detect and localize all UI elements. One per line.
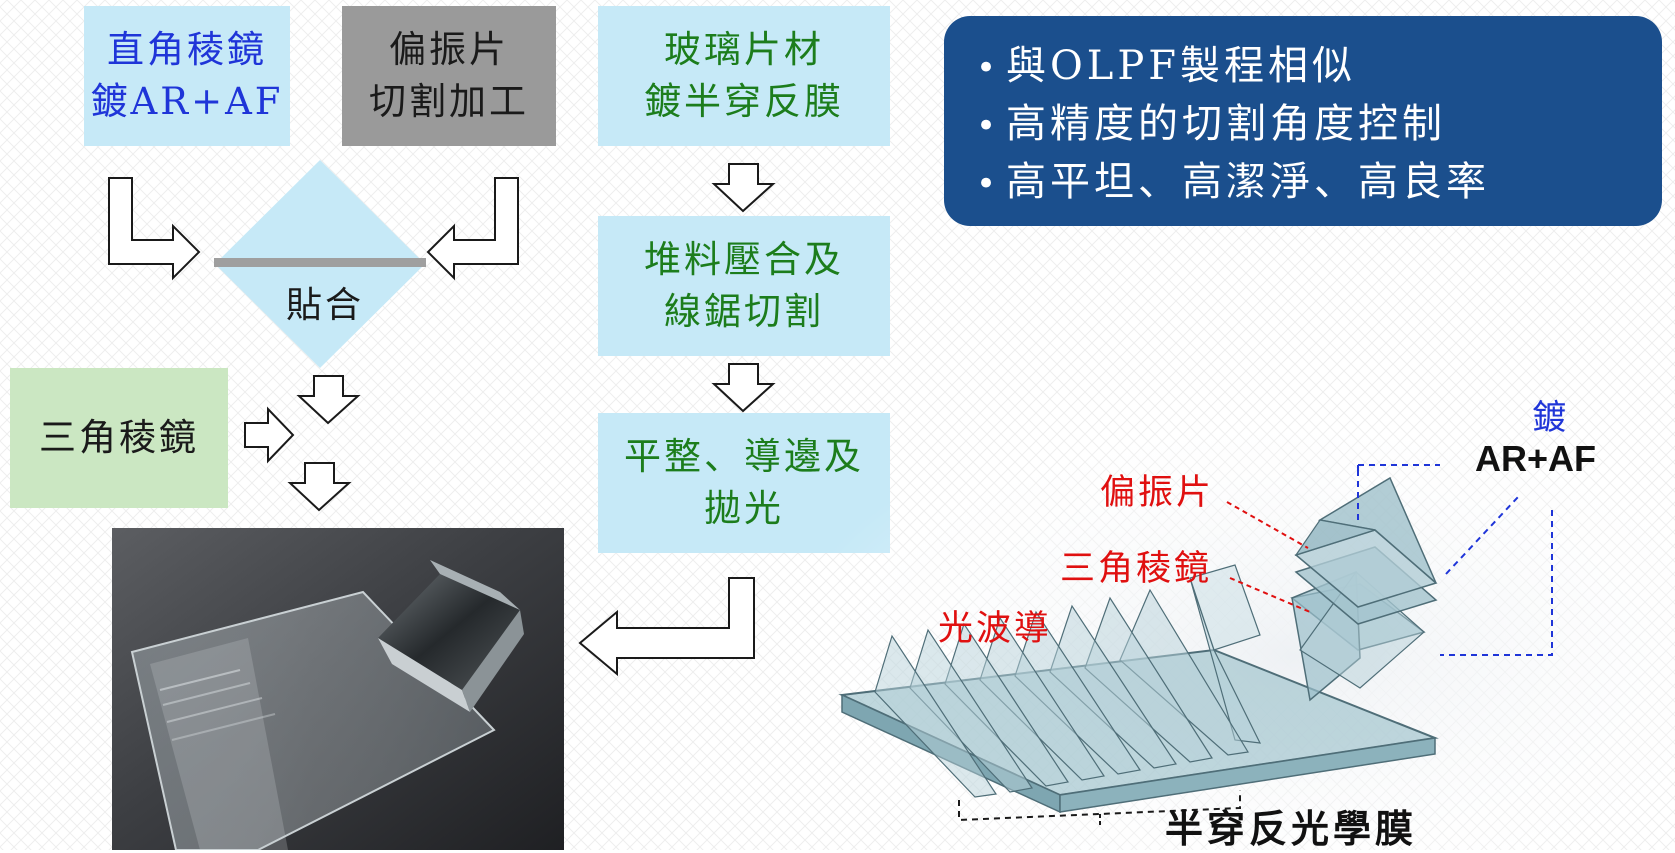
leader-lines <box>958 464 1553 828</box>
film-label: 半穿反光學膜 <box>1165 806 1418 851</box>
summary-item-text: 高精度的切割角度控制 <box>1006 101 1446 147</box>
bend-arrow-right-icon <box>108 177 201 281</box>
glass-coating-line2: 鍍半穿反膜 <box>644 80 844 123</box>
prism-label: 三角稜鏡 <box>1060 549 1213 589</box>
polarizer-cutting-line2: 切割加工 <box>369 80 529 123</box>
coating-label-line1: 鍍 <box>1532 398 1566 438</box>
polarizer-label: 偏振片 <box>1100 473 1215 513</box>
stack-lamination-line1: 堆料壓合及 <box>644 238 844 281</box>
down-arrow-icon <box>296 375 361 425</box>
bonding-label: 貼合 <box>286 285 365 326</box>
coating-label-line2: AR+AF <box>1475 438 1597 479</box>
prism-coating-line1: 直角稜鏡 <box>107 28 267 71</box>
flatten-polish-line1: 平整、導邊及 <box>624 435 864 478</box>
down-arrow-icon <box>287 462 352 512</box>
prism-coating-box: 直角稜鏡 鍍AR+AF <box>84 6 290 146</box>
polarizer-film-bar <box>214 258 426 267</box>
summary-item: •與OLPF製程相似 <box>976 38 1662 96</box>
polarizer-cutting-line1: 偏振片 <box>389 28 509 71</box>
bullet-icon: • <box>976 164 1001 204</box>
triangular-prism-box: 三角稜鏡 <box>10 368 228 508</box>
stack-lamination-line2: 線鋸切割 <box>664 290 824 333</box>
flatten-polish-line2: 拋光 <box>704 487 784 530</box>
summary-item: •高精度的切割角度控制 <box>976 96 1662 154</box>
polarizer-cutting-box: 偏振片 切割加工 <box>342 6 556 146</box>
right-arrow-icon <box>244 406 295 464</box>
glass-coating-line1: 玻璃片材 <box>664 28 824 71</box>
bend-arrow-left-icon <box>426 177 519 281</box>
stack-lamination-box: 堆料壓合及 線鋸切割 <box>598 216 890 356</box>
prism-coating-line2: 鍍AR+AF <box>90 80 284 123</box>
summary-panel: •與OLPF製程相似 •高精度的切割角度控制 •高平坦、高潔淨、高良率 <box>944 16 1662 226</box>
summary-item: •高平坦、高潔淨、高良率 <box>976 154 1662 212</box>
waveguide-schematic <box>838 476 1439 814</box>
down-arrow-icon <box>711 363 776 413</box>
down-arrow-icon <box>711 163 776 213</box>
summary-item-text: 高平坦、高潔淨、高良率 <box>1006 159 1490 205</box>
product-photo <box>112 528 564 850</box>
waveguide-label: 光波導 <box>938 609 1053 649</box>
bend-arrow-to-photo-icon <box>578 577 755 677</box>
glass-coating-box: 玻璃片材 鍍半穿反膜 <box>598 6 890 146</box>
bullet-icon: • <box>976 48 1001 88</box>
bullet-icon: • <box>976 106 1001 146</box>
summary-item-text: 與OLPF製程相似 <box>1006 43 1357 89</box>
triangular-prism-label: 三角稜鏡 <box>39 416 199 459</box>
